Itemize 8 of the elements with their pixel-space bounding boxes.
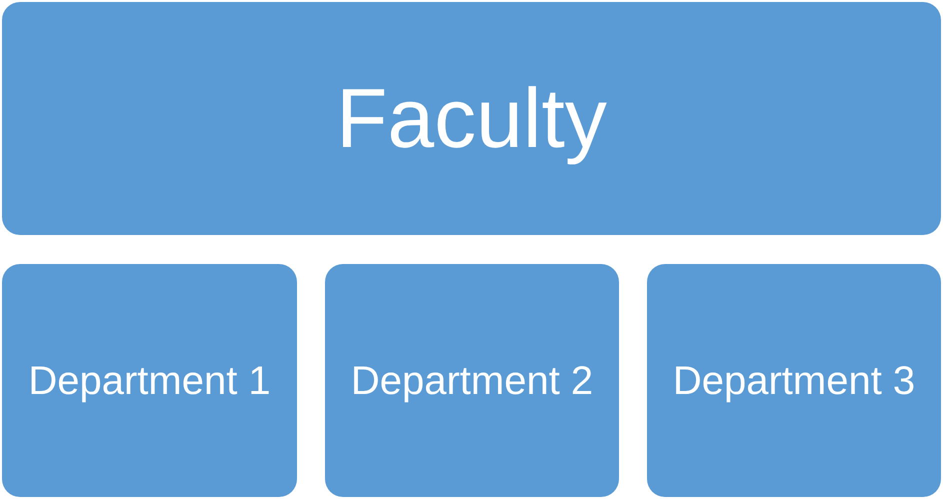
box-label: Department 1: [28, 358, 271, 404]
department-box: [325, 264, 619, 497]
department-box: [647, 264, 941, 497]
department-box: [2, 264, 297, 497]
box-title: Faculty: [336, 70, 607, 167]
box-label: Department 3: [672, 358, 916, 404]
faculty-box: [2, 2, 941, 235]
box-label: Department 2: [350, 358, 594, 404]
